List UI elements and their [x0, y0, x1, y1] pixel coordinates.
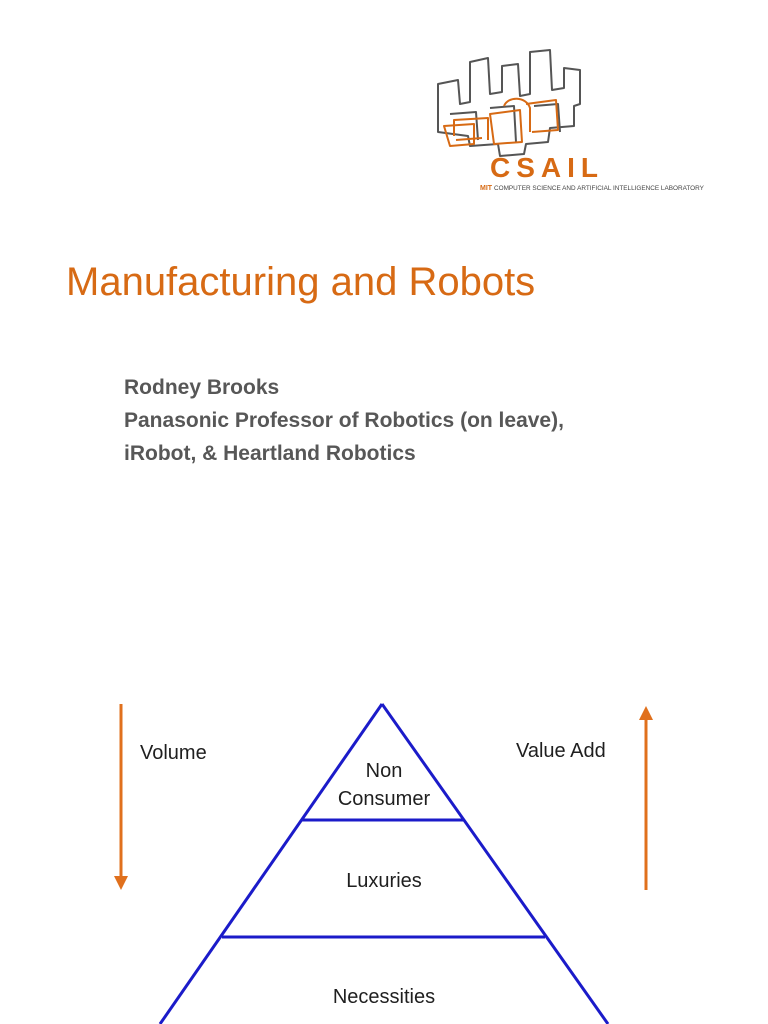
city-skyline-orange-graphic: [443, 97, 559, 147]
volume-arrow-down-icon: [114, 704, 128, 890]
csail-wordmark: CSAIL: [490, 152, 604, 183]
csail-logo: CSAIL MIT COMPUTER SCIENCE AND ARTIFICIA…: [437, 49, 705, 192]
value-add-arrow-up-icon: [639, 706, 653, 890]
pyramid-diagram: Volume Value Add Non Consumer Luxuries N…: [114, 703, 653, 1024]
level-necessities: Necessities: [333, 986, 435, 1008]
author-block: Rodney Brooks Panasonic Professor of Rob…: [124, 371, 564, 470]
mit-wordmark: MIT: [480, 185, 493, 192]
csail-subtitle: COMPUTER SCIENCE AND ARTIFICIAL INTELLIG…: [494, 185, 705, 192]
level-luxuries: Luxuries: [346, 870, 422, 892]
city-skyline-graphic: [437, 49, 581, 157]
level-non-consumer-line2: Consumer: [338, 788, 431, 810]
pyramid-left-edge: [158, 703, 384, 1024]
page-title: Manufacturing and Robots: [66, 260, 536, 304]
pyramid: [158, 703, 610, 1024]
volume-label: Volume: [140, 742, 207, 764]
author-position: Panasonic Professor of Robotics (on leav…: [124, 409, 564, 432]
level-non-consumer-line1: Non: [366, 760, 403, 782]
pyramid-right-edge: [380, 703, 610, 1024]
author-affiliations: iRobot, & Heartland Robotics: [124, 442, 416, 465]
author-name: Rodney Brooks: [124, 376, 280, 399]
value-add-label: Value Add: [516, 740, 606, 762]
